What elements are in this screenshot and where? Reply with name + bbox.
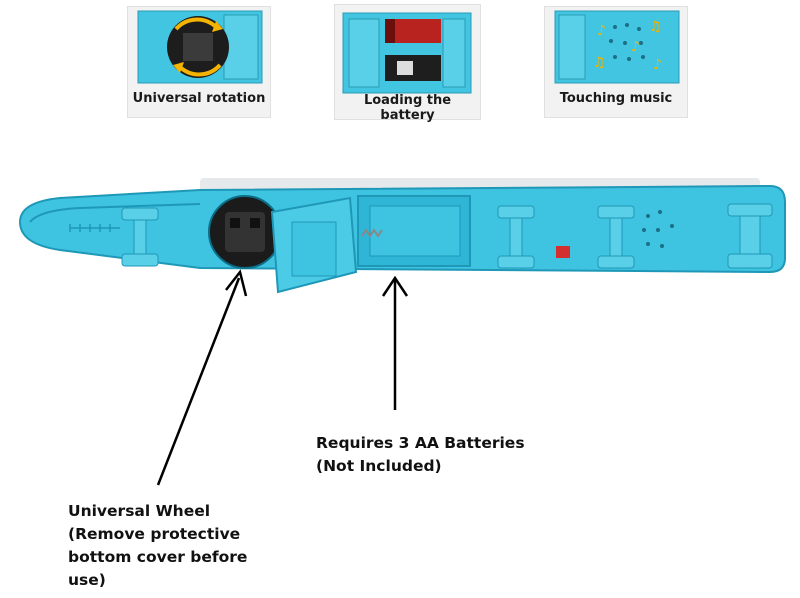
- thumbnail-caption: Touching music: [559, 91, 673, 106]
- thumbnail-loading-battery: Loading the battery: [334, 4, 481, 123]
- thumbnail-caption: Universal rotation: [132, 91, 266, 106]
- power-switch: [556, 246, 570, 258]
- music-notes-icon: ♪ ♫ ♫ ♪ ♪: [593, 19, 662, 73]
- wheel-callout-line: use): [68, 571, 106, 589]
- music-photo: ♪ ♫ ♫ ♪ ♪: [554, 10, 680, 84]
- battery-compartment: [357, 195, 471, 267]
- battery-callout: Requires 3 AA Batteries (Not Included): [316, 432, 525, 478]
- rotation-arrows-icon: [173, 17, 223, 77]
- svg-text:♫: ♫: [649, 19, 662, 35]
- thumbnail-universal-rotation: Universal rotation: [127, 6, 271, 118]
- toy-train-underside: [18, 178, 786, 294]
- svg-text:♪: ♪: [631, 39, 640, 55]
- wheel-callout: Universal Wheel (Remove protective botto…: [68, 500, 247, 592]
- svg-text:♫: ♫: [593, 55, 606, 71]
- wheel-arrow: [156, 269, 248, 486]
- rotation-photo: [137, 10, 263, 84]
- battery-callout-line: Requires 3 AA Batteries: [316, 434, 525, 452]
- speaker-holes: [642, 210, 674, 248]
- wheel-callout-line: Universal Wheel: [68, 502, 211, 520]
- wheel-callout-line: bottom cover before: [68, 548, 248, 566]
- thumbnail-touching-music: ♪ ♫ ♫ ♪ ♪ Touching music: [544, 6, 688, 118]
- thumbnail-caption: Loading the battery: [363, 93, 452, 123]
- universal-wheel: [208, 195, 282, 269]
- battery-arrow: [381, 275, 409, 410]
- battery-callout-line: (Not Included): [316, 457, 442, 475]
- battery-icon: [385, 19, 441, 81]
- svg-text:♪: ♪: [653, 57, 662, 73]
- wheel-callout-line: (Remove protective: [68, 525, 241, 543]
- svg-text:♪: ♪: [597, 23, 606, 39]
- battery-photo: [342, 12, 472, 94]
